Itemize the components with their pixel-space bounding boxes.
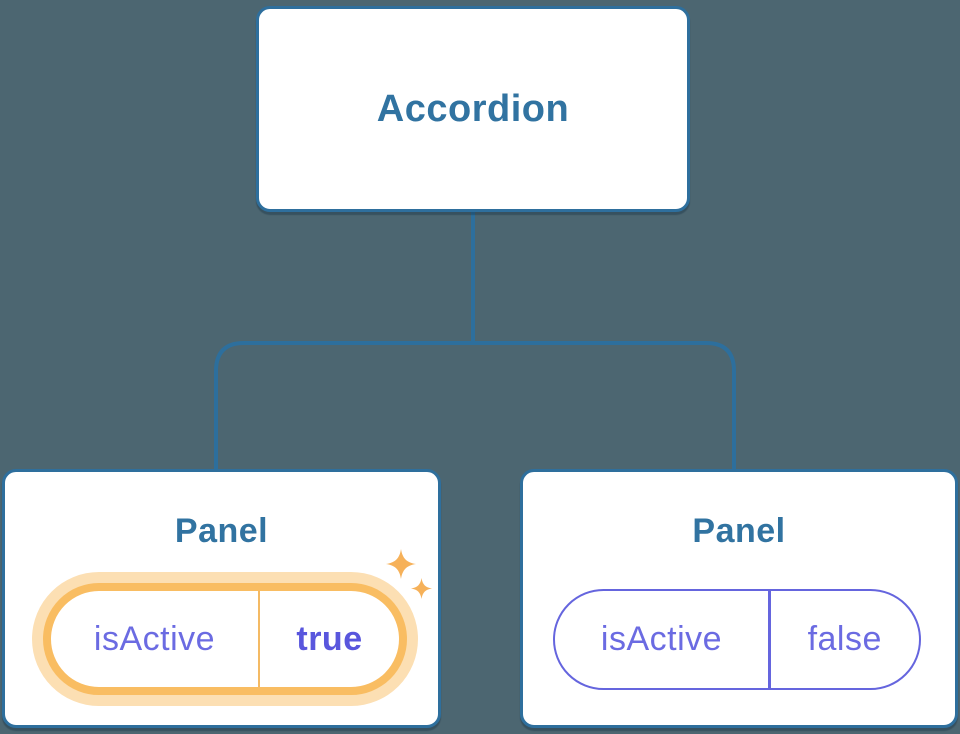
pill-divider bbox=[768, 591, 771, 688]
accordion-node: Accordion bbox=[256, 6, 690, 212]
panel-title: Panel bbox=[174, 512, 269, 550]
sparkle-icon-small bbox=[411, 578, 432, 599]
pill-divider bbox=[258, 591, 260, 687]
prop-name-label: isActive bbox=[600, 620, 723, 658]
prop-name-label: isActive bbox=[93, 619, 216, 658]
panel-node-active: Panel isActive true bbox=[2, 469, 441, 728]
sparkle-icon-large bbox=[386, 549, 416, 579]
prop-value-label: true bbox=[296, 619, 363, 658]
state-pill-inactive: isActive false bbox=[553, 589, 921, 690]
prop-value-label: false bbox=[807, 620, 882, 658]
panel-title: Panel bbox=[692, 512, 786, 550]
accordion-node-label: Accordion bbox=[376, 87, 570, 130]
panel-node-inactive: Panel isActive false bbox=[520, 469, 958, 728]
state-pill-active: isActive true bbox=[43, 583, 407, 695]
